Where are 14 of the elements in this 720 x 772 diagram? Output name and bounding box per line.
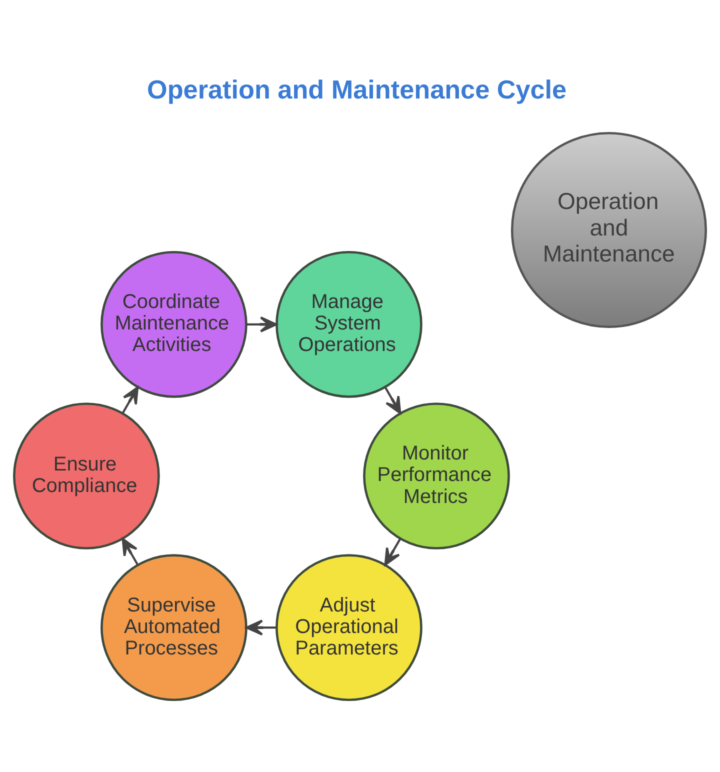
node-circle: Coordinate Maintenance Activities: [100, 250, 248, 398]
arrow: [384, 386, 402, 414]
node-circle: Manage System Operations: [276, 250, 422, 398]
arrow: [122, 386, 139, 414]
node-circle: Adjust Operational Parameters: [276, 554, 422, 700]
node-circle: Operation and Maintenance: [510, 131, 707, 328]
node-circle: Monitor Performance Metrics: [363, 402, 510, 549]
node-circle: Supervise Automated Processes: [100, 554, 248, 700]
arrow: [122, 537, 139, 565]
node-circle: Ensure Compliance: [13, 402, 160, 549]
diagram-title: Operation and Maintenance Cycle: [147, 74, 567, 104]
arrow: [246, 619, 276, 636]
arrow: [246, 316, 278, 332]
arrow: [384, 538, 402, 566]
